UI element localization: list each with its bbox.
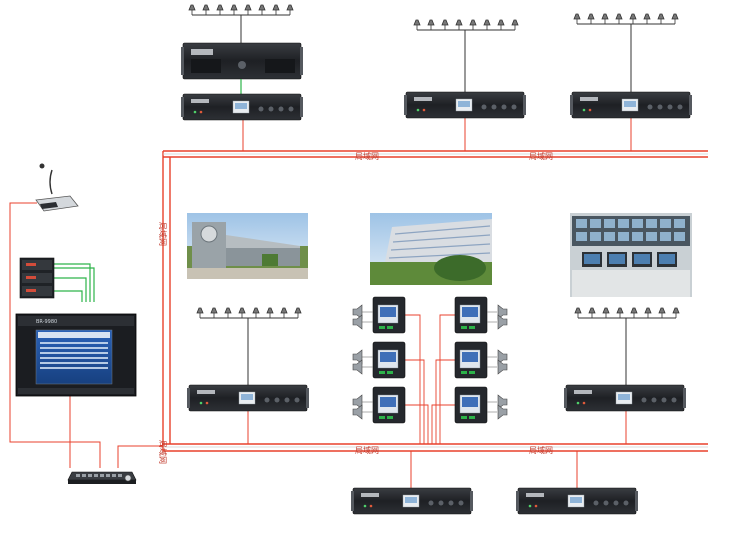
bottom-right-unit — [515, 487, 639, 515]
control-room-photo — [570, 213, 692, 297]
lan-lines-shadow — [163, 153, 708, 448]
lan-label-bottom-right: 局域网 — [529, 445, 553, 455]
school-building-photo — [370, 213, 492, 285]
campus-gate-photo — [187, 213, 308, 279]
terminal-cluster — [352, 296, 508, 444]
lan-lines — [162, 150, 708, 452]
central-controller: BR-9980 — [15, 313, 137, 397]
top-right-zone — [569, 13, 693, 119]
drop-lines — [242, 117, 632, 488]
lan-label-bottom-left: 局域网 — [355, 445, 379, 455]
lan-label-top-right: 局域网 — [529, 151, 553, 161]
paging-microphone — [35, 163, 79, 212]
lan-label-vertical: 局域网 — [158, 222, 168, 246]
middle-left-zone — [186, 307, 310, 412]
left-wiring — [9, 202, 163, 468]
network-switch — [67, 471, 137, 484]
rack-equipment — [19, 257, 55, 299]
lan-label-top-left: 局域网 — [355, 151, 379, 161]
controller-panel-title: BR-9980 — [36, 319, 57, 325]
top-middle-zone — [403, 19, 527, 119]
lan-label-corner: 局域网 — [158, 440, 168, 464]
top-left-amp-stack — [180, 4, 304, 121]
middle-right-zone — [563, 307, 687, 412]
bottom-left-unit — [350, 487, 474, 515]
